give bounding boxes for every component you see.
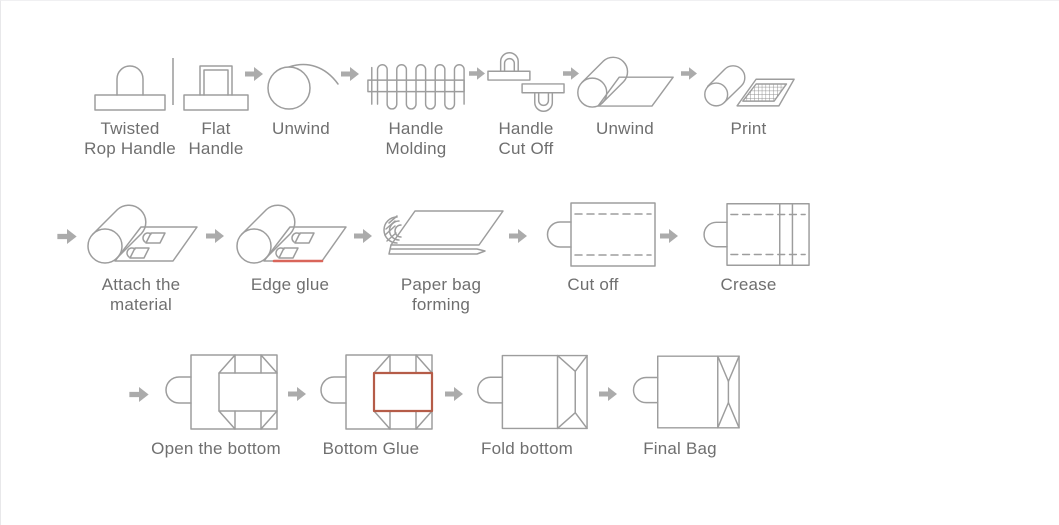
flat-handle-icon [181,43,251,113]
fold-bottom-icon [463,353,591,433]
edge-glue-icon [228,193,352,269]
step-unwind-sheet: Unwind [573,43,677,139]
step-label: Flat Handle [188,119,244,158]
step-label: Final Bag [643,439,717,458]
step-label: Open the bottom [151,439,281,458]
arrow-icon [129,387,149,407]
step-label: Attach the material [101,275,181,314]
step-label: Edge glue [250,275,330,294]
final-bag-icon [619,353,741,433]
print-icon [701,43,796,113]
arrow-icon [681,67,697,85]
step-print: Print [701,43,796,139]
step-label: Bottom Glue [322,439,420,458]
handle-molding-icon [366,43,466,113]
arrow-icon [288,387,306,406]
open-bottom-icon [151,353,281,433]
divider-line [172,58,174,105]
unwind-sheet-icon [573,43,677,113]
step-label: Fold bottom [481,439,573,458]
step-cut-off: Cut off [528,193,658,295]
step-label: Crease [720,275,777,294]
step-label: Handle Molding [385,119,447,158]
step-paper-bag-forming: Paper bag forming [371,193,511,315]
step-label: Cut off [567,275,619,294]
bottom-glue-icon [306,353,436,433]
unwind-roll-icon [261,43,341,113]
arrow-icon [599,387,617,406]
arrow-icon [341,67,359,86]
arrow-icon [509,229,527,248]
twisted-rope-handle-icon [76,43,184,113]
crease-icon [686,193,811,269]
step-label: Unwind [596,119,654,138]
cut-off-icon [528,193,658,269]
step-unwind-roll: Unwind [261,43,341,139]
step-label: Twisted Rop Handle [84,119,176,158]
arrow-icon [206,229,224,248]
step-flat-handle: Flat Handle [181,43,251,159]
step-twisted-rope-handle: Twisted Rop Handle [76,43,184,159]
step-crease: Crease [686,193,811,295]
step-label: Print [730,119,767,138]
attach-material-icon [76,193,206,269]
step-label: Handle Cut Off [498,119,554,158]
arrow-icon [245,67,263,86]
step-fold-bottom: Fold bottom [463,353,591,459]
step-final-bag: Final Bag [619,353,741,459]
arrow-icon [354,229,372,248]
step-edge-glue: Edge glue [228,193,352,295]
arrow-icon [445,387,463,406]
arrow-icon [660,229,678,248]
paper-bag-forming-icon [371,193,511,269]
step-handle-cut-off: Handle Cut Off [487,43,565,159]
handle-cut-off-icon [487,43,565,113]
step-label: Unwind [272,119,330,138]
step-attach-material: Attach the material [76,193,206,315]
step-handle-molding: Handle Molding [366,43,466,159]
arrow-icon [563,67,579,85]
arrow-icon [57,229,77,249]
step-bottom-glue: Bottom Glue [306,353,436,459]
arrow-icon [469,67,485,85]
step-open-bottom: Open the bottom [151,353,281,459]
step-label: Paper bag forming [400,275,482,314]
